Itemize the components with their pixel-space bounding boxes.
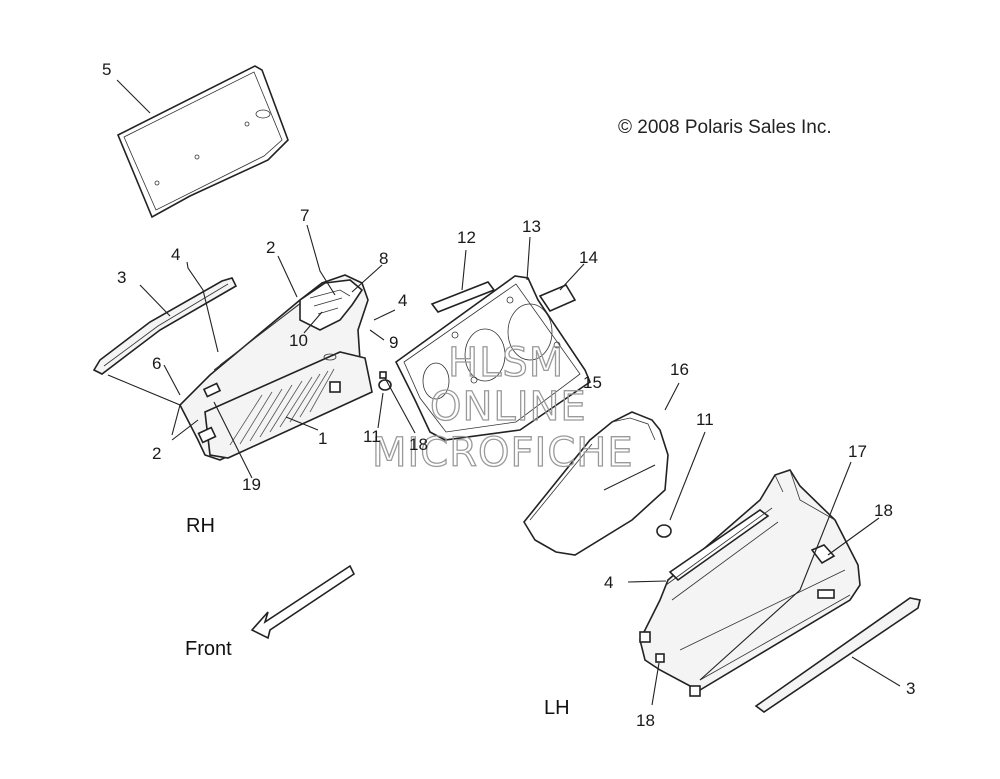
callout-2-rh-top: 2 [266,238,275,257]
callouts: 5 4 3 2 7 8 4 10 9 6 2 19 1 11 18 12 13 … [102,60,915,730]
callout-7: 7 [300,206,309,225]
callout-16: 16 [670,360,689,379]
callout-18-lh-top: 18 [874,501,893,520]
front-arrow [250,564,356,640]
part-3-rh-trim [92,277,238,375]
callout-3-lh: 3 [906,679,915,698]
lh-label: LH [544,697,570,719]
callout-9: 9 [389,333,398,352]
callout-11-lh: 11 [696,410,714,429]
part-14-decal [538,283,577,313]
watermark: HLSM ONLINE MICROFICHE [371,339,634,476]
callout-2-rh-lower: 2 [152,444,161,463]
callout-19: 19 [242,475,261,494]
callout-12: 12 [457,228,476,247]
callout-5: 5 [102,60,111,79]
part-11-lh-grommet [656,524,672,538]
callout-11-rh: 11 [363,427,381,446]
rh-label: RH [186,515,215,537]
part-17-lh-panel [639,469,861,697]
callout-13: 13 [522,217,541,236]
callout-14: 14 [579,248,598,267]
part-13-cluster-bezel [394,275,591,441]
callout-8: 8 [379,249,388,268]
callout-17: 17 [848,442,867,461]
part-18-lh-clip [655,653,665,663]
callout-15: 15 [583,373,602,392]
leader-lines [107,79,901,706]
part-1-rh-panel [179,274,373,461]
part-16-glovebox [523,411,669,556]
part-5-panel [116,65,289,219]
watermark-line-3: MICROFICHE [372,430,634,476]
part-3-lh-trim [754,597,921,713]
watermark-line-2: ONLINE [430,384,587,430]
copyright-text: © 2008 Polaris Sales Inc. [618,117,832,138]
part-18-rh-clip [379,371,387,379]
callout-6: 6 [152,354,161,373]
callout-4-rh-right: 4 [398,291,407,310]
callout-18-lh-bottom: 18 [636,711,655,730]
callout-4-lh: 4 [604,573,613,592]
callout-3-rh: 3 [117,268,126,287]
callout-4-rh-top: 4 [171,245,180,264]
part-12-decal [430,281,496,313]
callout-1: 1 [318,429,327,448]
callout-10: 10 [289,331,308,350]
callout-18-rh: 18 [409,435,428,454]
front-label: Front [185,638,232,660]
watermark-line-1: HLSM [448,340,564,386]
